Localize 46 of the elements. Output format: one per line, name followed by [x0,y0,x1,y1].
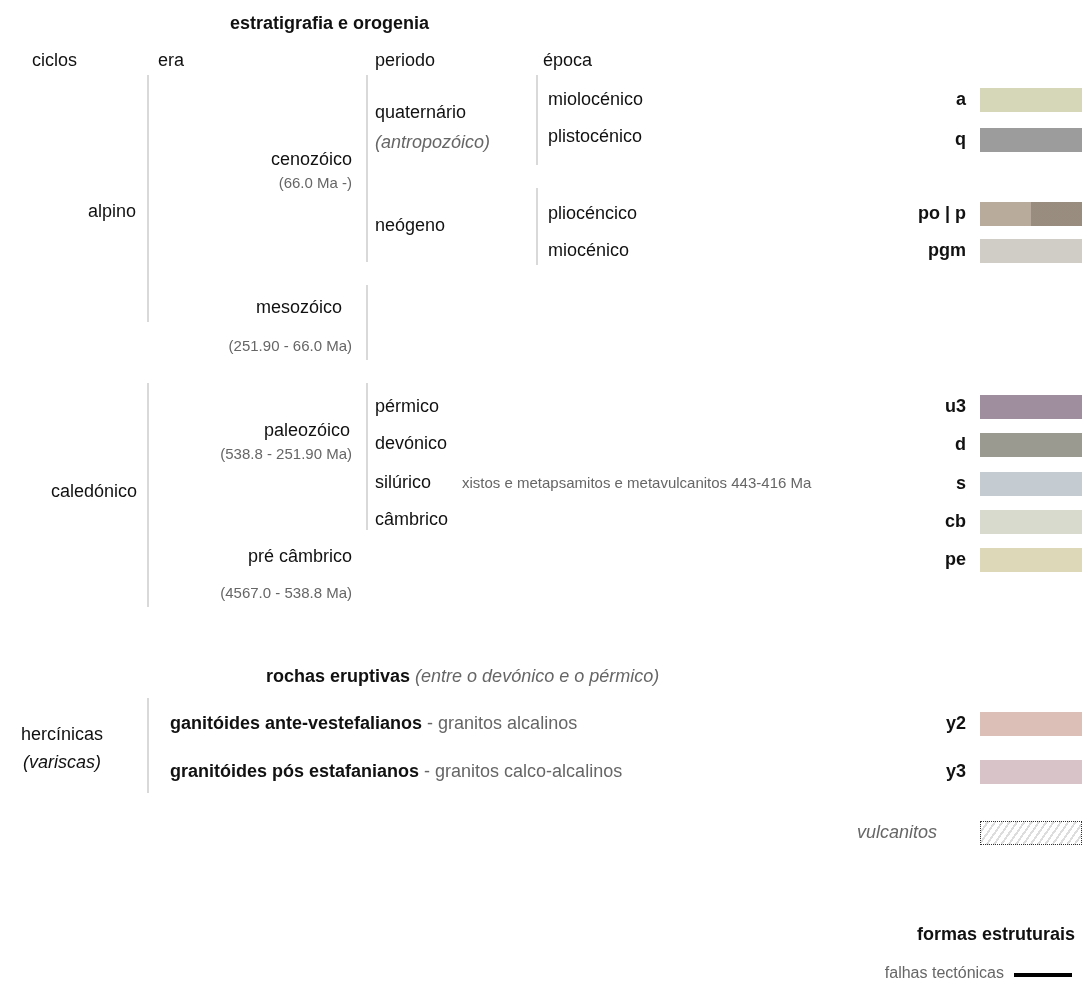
rock-description: granitóides pós estafanianos - granitos calco-alcalinos [170,761,623,783]
cycle-note: (variscas) [23,752,101,774]
epoch-name: miocénico [548,240,630,262]
age-range: (251.90 - 66.0 Ma) [228,337,352,355]
cycle-name: hercínicas [21,724,103,746]
age-range: (4567.0 - 538.8 Ma) [220,584,352,602]
epoch-name: miolocénico [548,89,644,111]
period-name: silúrico [375,472,431,494]
legend-label: vulcanitos [856,822,937,844]
legend-code: y2 [945,713,966,735]
period-name: devónico [375,433,448,455]
legend-code: pgm [928,240,966,262]
age-range: (66.0 Ma -) [278,174,352,192]
era-name: paleozóico [263,420,350,442]
section-heading: formas estruturais [916,924,1075,946]
age-range: (538.8 - 251.90 Ma) [220,445,352,463]
legend-code: a [956,89,966,111]
section-heading: rochas eruptivas (entre o devónico e o pérmico) [266,666,660,688]
legend-code: d [955,434,966,456]
period-name: quaternário [375,102,467,124]
column-heading: periodo [375,50,436,72]
column-heading: ciclos [32,50,77,72]
legend-code: y3 [945,761,966,783]
epoch-name: plistocénico [548,126,643,148]
cycle-name: caledónico [50,481,137,503]
legend-code: cb [945,511,966,533]
period-name: neógeno [375,215,446,237]
era-name: pré câmbrico [247,546,352,568]
cycle-name: alpino [87,201,136,223]
legend-code: q [955,129,966,151]
legend-code: po | p [917,203,966,225]
legend-code: pe [945,549,966,571]
period-note: xistos e metapsamitos e metavulcanitos 443-416 Ma [462,474,812,492]
legend-code: s [956,473,966,495]
era-name: mesozóico [255,297,342,319]
column-heading: época [543,50,593,72]
legend-label: falhas tectónicas [884,963,1004,982]
era-name: cenozóico [270,149,352,171]
period-note: (antropozóico) [375,132,491,154]
rock-description: ganitóides ante-vestefalianos - granitos alcalinos [170,713,578,735]
legend-code: u3 [945,396,966,418]
period-name: câmbrico [375,509,449,531]
column-heading: era [158,50,184,72]
diagram-title: estratigrafia e orogenia [230,13,430,35]
epoch-name: pliocéncico [548,203,638,225]
period-name: pérmico [375,396,440,418]
